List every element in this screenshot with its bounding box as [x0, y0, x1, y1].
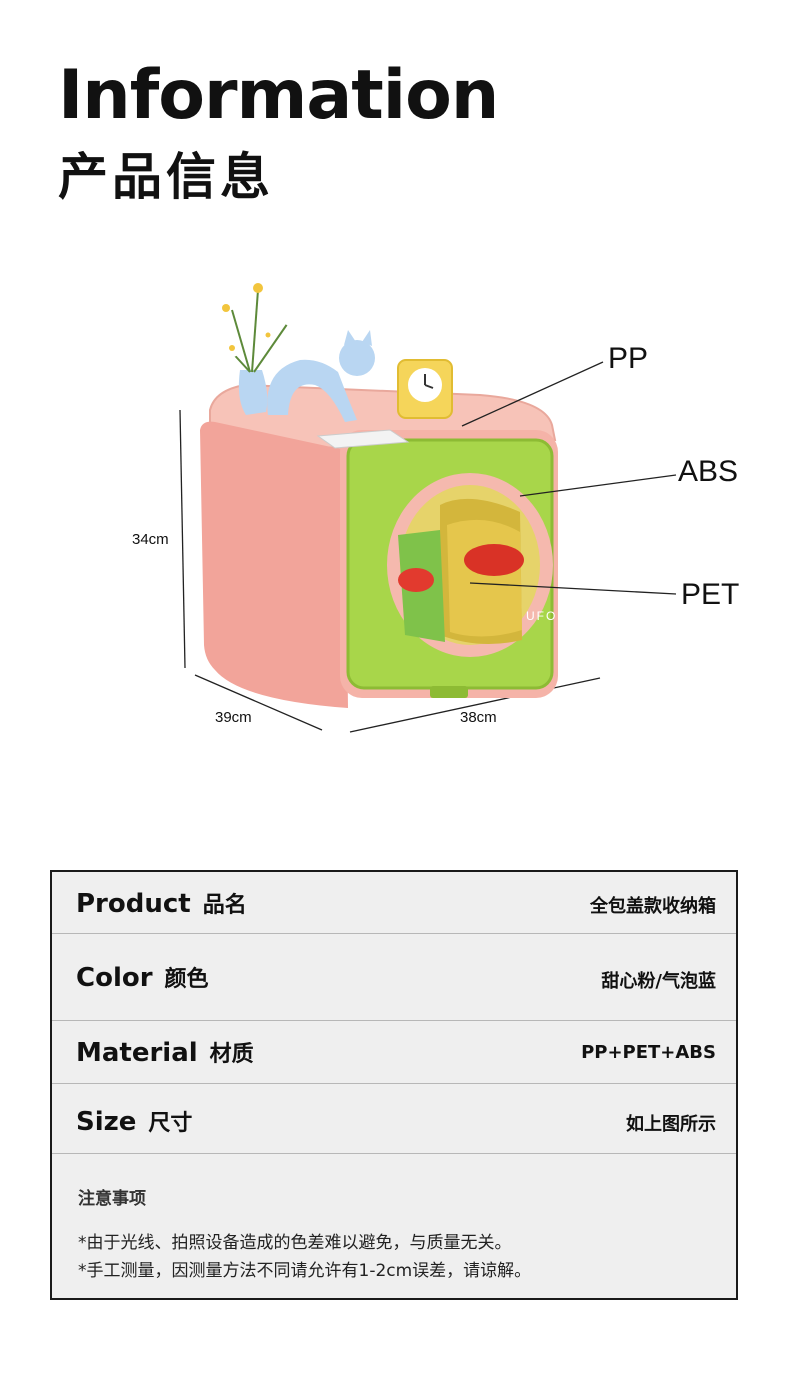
callout-pet: PET — [681, 578, 740, 611]
flower-stems — [227, 289, 291, 373]
page-title-english: Information — [58, 56, 499, 135]
width-dimension-line — [349, 677, 601, 733]
pp-callout-line — [461, 361, 604, 427]
note-line-2: *手工测量，因测量方法不同请允许有1-2cm误差，请谅解。 — [78, 1261, 532, 1281]
flower-vase — [238, 370, 268, 415]
chips-logo-red — [398, 568, 434, 592]
product-illustration: UFORU — [179, 283, 677, 733]
spec-value: 全包盖款收纳箱 — [590, 896, 716, 917]
flower-centers — [222, 283, 271, 351]
height-dimension-line — [179, 409, 186, 669]
box-side-panel — [200, 421, 348, 708]
cat-figurine-ears — [344, 330, 372, 346]
flower-heads — [223, 314, 296, 357]
callout-abs: ABS — [678, 455, 739, 488]
cat-figurine-head — [339, 340, 375, 376]
spec-value: PP+PET+ABS — [581, 1042, 716, 1063]
pet-callout-line — [469, 582, 677, 595]
product-figure: UFORU — [0, 250, 790, 770]
notes-title: 注意事项 — [78, 1189, 146, 1209]
height-dimension-label: 34cm — [132, 531, 169, 548]
note-line-1: *由于光线、拍照设备造成的色差难以避免，与质量无关。 — [78, 1233, 512, 1253]
door-handle — [430, 686, 468, 698]
brand-text: UFORU — [526, 609, 579, 623]
chips-bag-yellow — [447, 519, 522, 637]
callout-pp: PP — [608, 342, 649, 375]
spec-value: 如上图所示 — [626, 1114, 716, 1135]
depth-dimension-line — [194, 674, 323, 731]
cat-figurine-body — [267, 359, 357, 422]
width-dimension-label: 38cm — [460, 709, 497, 726]
page-title-chinese: 产品信息 — [58, 148, 274, 206]
chips-logo-yellow — [464, 544, 524, 576]
depth-dimension-label: 39cm — [215, 709, 252, 726]
phone-on-lid — [316, 429, 410, 449]
spec-value: 甜心粉/气泡蓝 — [601, 971, 716, 992]
abs-callout-line — [519, 474, 677, 497]
